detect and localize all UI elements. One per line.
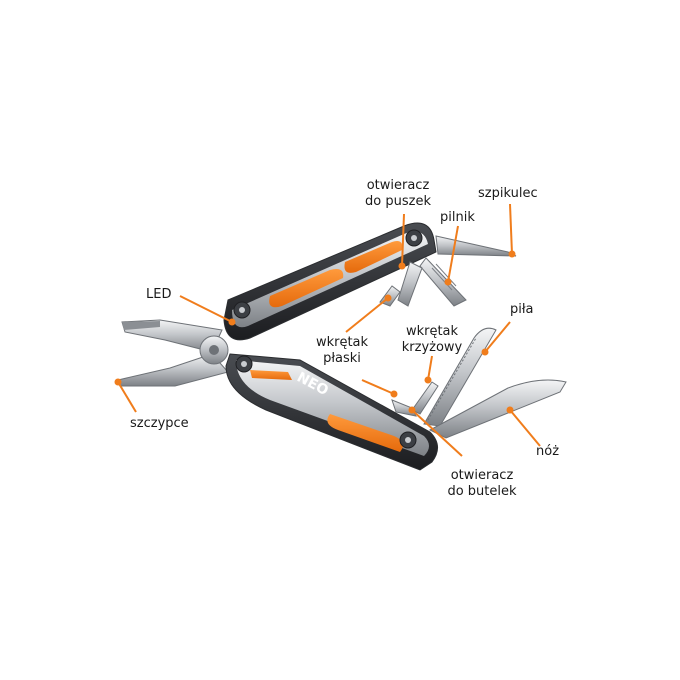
pliers-jaws [117, 319, 229, 387]
label-pliers: szczypce [130, 416, 189, 431]
label-can-opener: otwieracz do puszek [365, 178, 431, 209]
callouts [114, 203, 541, 457]
label-bottle-opener: otwieracz do butelek [447, 468, 517, 499]
label-led: LED [146, 287, 172, 302]
label-awl: szpikulec [478, 186, 538, 201]
label-file: pilnik [440, 210, 475, 225]
awl-tool [435, 235, 517, 257]
knife-tool [428, 379, 567, 439]
file-tool [419, 257, 467, 307]
upper-handle [223, 222, 437, 341]
lower-tools [391, 327, 567, 439]
lower-handle: NEO [225, 353, 438, 471]
label-saw: piła [510, 302, 534, 317]
label-phillips-screwdriver: wkrętak krzyżowy [401, 324, 463, 355]
label-knife: nóż [536, 444, 560, 459]
saw-tool [423, 327, 497, 427]
can-opener-tool [397, 261, 423, 307]
phillips-screwdriver-tool [411, 381, 439, 415]
label-flat-screwdriver: wkrętak płaski [315, 335, 369, 366]
